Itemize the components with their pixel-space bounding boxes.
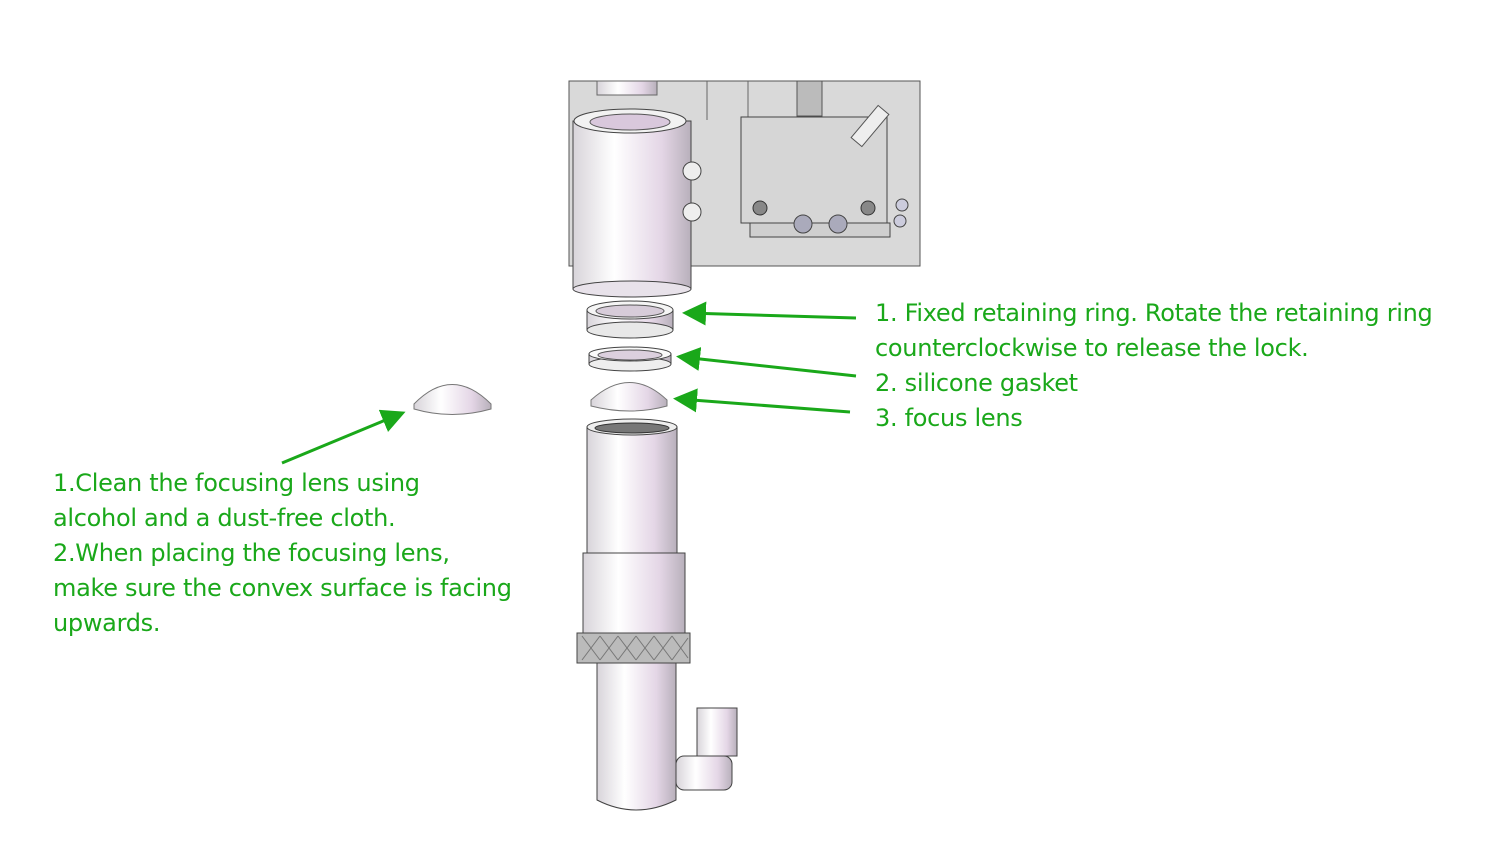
- annotation-line: 1. Fixed retaining ring. Rotate the reta…: [875, 299, 1433, 327]
- annotation-left: 1.Clean the focusing lens using alcohol …: [53, 466, 512, 641]
- annotation-line: 3. focus lens: [875, 404, 1023, 432]
- retaining-ring: [586, 300, 674, 339]
- sensor-box: [740, 80, 909, 238]
- arrow-retaining-ring: [682, 301, 857, 326]
- annotation-right: 1. Fixed retaining ring. Rotate the reta…: [875, 296, 1433, 436]
- focus-lens: [590, 382, 668, 412]
- annotation-line: 2. silicone gasket: [875, 369, 1078, 397]
- annotation-line: upwards.: [53, 609, 161, 637]
- focus-lens-removed: [413, 384, 492, 415]
- annotation-line: make sure the convex surface is facing: [53, 574, 512, 602]
- lower-tube: [576, 418, 738, 811]
- silicone-gasket: [588, 346, 672, 372]
- arrow-gasket: [676, 347, 857, 378]
- arrow-removed-lens: [281, 409, 406, 465]
- upper-cylinder: [572, 108, 702, 298]
- annotation-line: alcohol and a dust-free cloth.: [53, 504, 396, 532]
- arrow-focus-lens: [673, 388, 851, 414]
- annotation-line: 1.Clean the focusing lens using: [53, 469, 420, 497]
- annotation-line: counterclockwise to release the lock.: [875, 334, 1309, 362]
- annotation-line: 2.When placing the focusing lens,: [53, 539, 450, 567]
